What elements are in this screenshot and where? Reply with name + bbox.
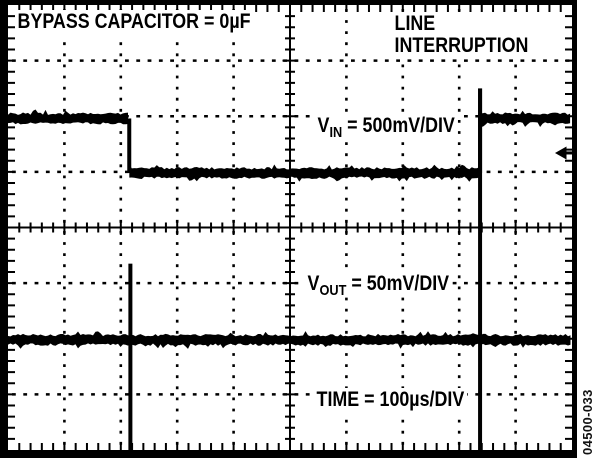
line-interruption-label: LINE INTERRUPTION xyxy=(392,12,531,59)
line-interruption-line1: LINE xyxy=(394,12,436,35)
border-bottom xyxy=(0,450,577,458)
vin-subscript: IN xyxy=(329,124,343,142)
line-interruption-line2: INTERRUPTION xyxy=(394,34,529,58)
vout-transient-spike-1 xyxy=(128,263,133,450)
time-scale-label: TIME = 100µs/DIV xyxy=(314,388,467,413)
figure-number: 04500-033 xyxy=(580,389,595,455)
border-right xyxy=(572,0,577,458)
vout-trace xyxy=(8,331,571,349)
vin-trace-high-left xyxy=(8,109,128,125)
vin-symbol: V xyxy=(317,114,330,137)
vin-scale-label: VIN = 500mV/DIV xyxy=(315,114,458,142)
border-top xyxy=(0,0,577,5)
bypass-capacitor-label: BYPASS CAPACITOR = 0µF xyxy=(15,10,254,35)
vout-symbol: V xyxy=(307,272,320,295)
vin-trace-low xyxy=(129,164,480,182)
vin-trace-high-right xyxy=(480,110,571,127)
border-left xyxy=(0,0,8,458)
vout-subscript: OUT xyxy=(319,282,347,300)
vout-value: = 50mV/DIV xyxy=(346,272,450,295)
vin-falling-edge xyxy=(127,118,132,173)
vin-value: = 500mV/DIV xyxy=(342,114,455,137)
vout-scale-label: VOUT = 50mV/DIV xyxy=(305,272,452,300)
vout-transient-spike-2 xyxy=(478,88,483,450)
trigger-level-arrow-icon xyxy=(555,146,567,160)
trigger-arrow-tail xyxy=(566,151,572,155)
